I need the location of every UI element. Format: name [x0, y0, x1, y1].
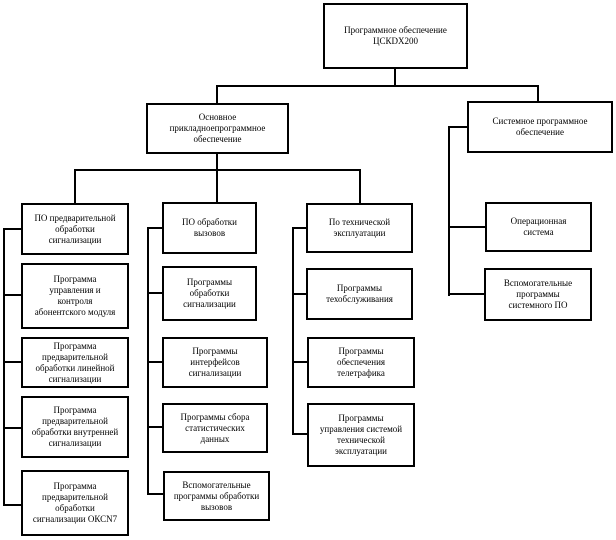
- connector: [448, 126, 450, 296]
- connector: [448, 293, 484, 295]
- node-internal-signaling-preprocessing: Программа предварительной обработки внут…: [21, 396, 129, 458]
- connector: [292, 433, 307, 435]
- node-software-root: Программное обеспечение ЦСКDX200: [323, 3, 468, 69]
- connector: [3, 504, 21, 506]
- connector: [292, 293, 306, 295]
- node-system-software: Системное программное обеспечение: [467, 101, 613, 153]
- node-signaling-processing-programs: Программы обработки сигнализации: [162, 266, 257, 321]
- node-operating-system: Операционная система: [485, 202, 592, 252]
- connector: [448, 126, 467, 128]
- connector: [3, 294, 21, 296]
- connector: [394, 68, 396, 86]
- node-subscriber-module-control: Программа управления и контроля абонентс…: [21, 263, 129, 329]
- node-technical-operation-header: По технической эксплуатации: [306, 203, 413, 253]
- node-auxiliary-call-processing-programs: Вспомогательные программы обработки вызо…: [163, 471, 270, 521]
- node-main-application-software: Основное прикладноепрограммное обеспечен…: [146, 103, 289, 154]
- connector: [292, 227, 306, 229]
- connector: [3, 228, 5, 506]
- node-signal-preprocessing-header: ПО предварительной обработки сигнализаци…: [21, 203, 129, 255]
- connector: [74, 169, 76, 203]
- connector: [147, 493, 163, 495]
- connector: [292, 361, 307, 363]
- connector: [448, 226, 485, 228]
- node-statistics-collection-programs: Программы сбора статистических данных: [162, 403, 268, 453]
- connector: [147, 426, 163, 428]
- connector: [537, 85, 539, 101]
- connector: [3, 228, 21, 230]
- node-ss7-signaling-preprocessing: Программа предварительной обработки сигн…: [21, 470, 129, 536]
- node-operation-management-programs: Программы управления системой техническо…: [307, 403, 415, 467]
- connector: [147, 361, 162, 363]
- connector: [292, 227, 294, 435]
- connector: [3, 427, 21, 429]
- node-teletraffic-programs: Программы обеспечения телетрафика: [307, 337, 415, 388]
- node-line-signaling-preprocessing: Программа предварительной обработки лине…: [21, 337, 129, 388]
- connector: [216, 85, 218, 103]
- node-signaling-interfaces-programs: Программы интерфейсов сигнализации: [162, 337, 268, 388]
- connector: [147, 227, 162, 229]
- connector: [216, 85, 539, 87]
- connector: [359, 169, 361, 203]
- node-call-processing-header: ПО обработки вызовов: [162, 202, 257, 254]
- connector: [216, 169, 218, 202]
- node-auxiliary-system-programs: Вспомогательные программы системного ПО: [484, 268, 592, 321]
- connector: [216, 154, 218, 171]
- connector: [147, 292, 162, 294]
- connector: [3, 361, 21, 363]
- node-maintenance-programs: Программы техобслуживания: [306, 268, 413, 320]
